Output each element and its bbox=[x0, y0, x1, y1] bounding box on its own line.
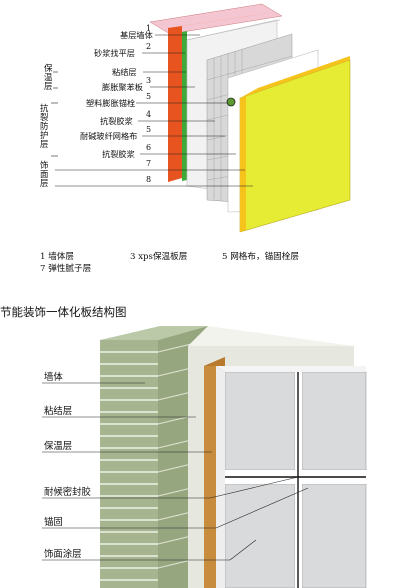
layer-label: 耐碱玻纤网格布 bbox=[80, 131, 137, 141]
group-char: 温 bbox=[44, 72, 53, 82]
legend-item: 3 xps保温板层 bbox=[130, 250, 188, 262]
panel-top-right bbox=[301, 371, 367, 471]
layer-label: 基层墙体 bbox=[120, 30, 153, 40]
mortar-top bbox=[168, 12, 276, 28]
diagram2-title: 节能装饰一体化板结构图 bbox=[0, 305, 127, 319]
brick-courses bbox=[100, 351, 158, 581]
base-wall-top bbox=[149, 3, 283, 35]
panel-label: 墙体 bbox=[44, 371, 63, 383]
panel-label: 保温层 bbox=[44, 440, 72, 452]
panel-label: 饰面涂层 bbox=[44, 548, 82, 560]
layer-diagram: 基层墙体 1 砂浆找平层 2 粘结层 膨胀聚苯板 3 塑料膨胀锚栓 5 抗裂胶浆 bbox=[40, 3, 351, 274]
layer-row-9: 7 bbox=[55, 159, 245, 171]
layer-number: 5 bbox=[146, 125, 151, 134]
layer-number: 6 bbox=[146, 143, 151, 152]
layer-number: 1 bbox=[146, 24, 151, 33]
layer-row-2: 砂浆找平层 2 bbox=[94, 42, 185, 58]
layer-label: 砂浆找平层 bbox=[94, 48, 135, 58]
legend-item: 7 弹性腻子层 bbox=[40, 262, 92, 274]
group-char: 防 bbox=[40, 121, 48, 131]
layer-number: 3 bbox=[146, 76, 151, 85]
layer-label: 膨胀聚苯板 bbox=[102, 82, 143, 92]
layer-label: 粘结层 bbox=[112, 67, 137, 77]
group-char: 饰 bbox=[40, 160, 48, 170]
group-char: 面 bbox=[40, 169, 48, 179]
group-protection: 抗 裂 防 护 层 bbox=[40, 102, 58, 157]
layer-label: 抗裂胶浆 bbox=[102, 149, 135, 159]
panel-top-left bbox=[224, 371, 296, 471]
group-finish: 饰 面 层 bbox=[40, 160, 48, 188]
layer-row-3: 粘结层 bbox=[112, 67, 186, 77]
layer-row-6: 抗裂胶浆 4 bbox=[100, 110, 215, 126]
finish-edge bbox=[240, 96, 246, 232]
panel-bottom-left bbox=[224, 483, 296, 588]
adhesive-top bbox=[188, 326, 354, 346]
insulation-top bbox=[186, 19, 281, 41]
layer-label: 塑料膨胀锚栓 bbox=[86, 98, 135, 108]
layer-row-5: 塑料膨胀锚栓 5 bbox=[86, 92, 228, 108]
mortar-layer bbox=[168, 26, 182, 182]
legend-item: 1 墙体层 bbox=[40, 250, 74, 262]
panel-bottom-right bbox=[301, 483, 367, 588]
layer-row-4: 膨胀聚苯板 3 bbox=[102, 76, 195, 92]
brick-wall bbox=[100, 340, 158, 588]
finish-top bbox=[240, 56, 350, 98]
layer-number: 7 bbox=[146, 159, 151, 168]
layer-row-1: 基层墙体 1 bbox=[120, 24, 200, 40]
layer-number: 4 bbox=[146, 110, 151, 119]
layer-row-10: 8 bbox=[55, 175, 253, 187]
layer-label: 抗裂胶浆 bbox=[100, 116, 133, 126]
panel-label: 粘结层 bbox=[44, 405, 72, 417]
panel-edge-top bbox=[216, 366, 366, 372]
group-char: 抗 bbox=[40, 103, 49, 113]
group-char: 保 bbox=[44, 63, 53, 73]
layer-number: 2 bbox=[146, 42, 151, 51]
anchor-bolt-icon bbox=[226, 97, 236, 107]
group-char: 裂 bbox=[40, 112, 49, 122]
panel-diagram: 墙体 粘结层 保温层 耐候密封胶 锚固 饰面涂层 bbox=[42, 326, 367, 588]
panel-edge bbox=[216, 366, 225, 588]
group-char: 层 bbox=[40, 139, 48, 149]
panel-label: 锚固 bbox=[44, 516, 63, 528]
legend-item: 5 网格布，锚固栓层 bbox=[222, 250, 299, 262]
adhesive-layer bbox=[182, 31, 187, 181]
group-insulation: 保 温 层 bbox=[44, 63, 58, 91]
layer-row-7: 耐碱玻纤网格布 5 bbox=[80, 125, 225, 141]
layer-row-8: 抗裂胶浆 6 bbox=[102, 143, 236, 159]
panel-label: 耐候密封胶 bbox=[44, 486, 91, 498]
layer-number: 5 bbox=[146, 92, 151, 101]
layer-number: 8 bbox=[146, 175, 151, 184]
brick-top bbox=[100, 326, 208, 340]
group-char: 护 bbox=[40, 130, 48, 140]
group-char: 层 bbox=[40, 178, 48, 188]
group-char: 层 bbox=[44, 81, 52, 91]
